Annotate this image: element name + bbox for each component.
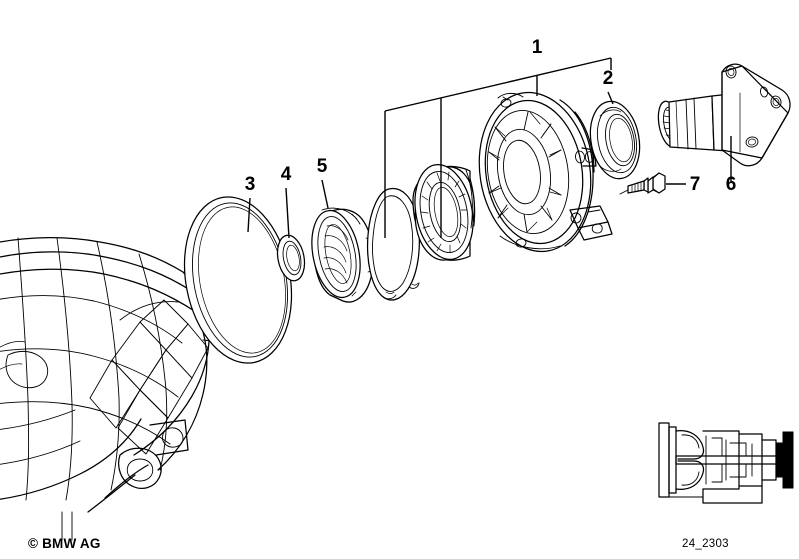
part-ball-bearing [412,163,476,261]
transmission-housing [0,237,249,541]
part-output-cover-housing [478,91,613,253]
copyright-notice: © BMW AG [28,536,101,551]
drawing-number: 24_2303 [682,538,729,550]
callout-2: 2 [603,68,614,89]
callout-3: 3 [245,174,256,195]
part-hex-bolt [619,172,666,195]
callout-1: 1 [532,37,543,58]
callout-leaders [247,57,732,239]
part-output-flange [657,63,791,167]
callout-5: 5 [317,156,328,177]
callout-numbers: 1 2 3 4 5 6 7 [245,37,737,195]
callout-6: 6 [726,174,737,195]
part-threaded-lock-nut [311,207,375,303]
part-large-o-ring [183,196,293,364]
transmission-thumbnail [658,422,794,504]
part-radial-shaft-seal [589,100,641,180]
callout-4: 4 [281,164,292,185]
part-snap-ring [366,187,420,301]
part-small-o-ring [276,234,306,282]
callout-7: 7 [690,174,701,195]
